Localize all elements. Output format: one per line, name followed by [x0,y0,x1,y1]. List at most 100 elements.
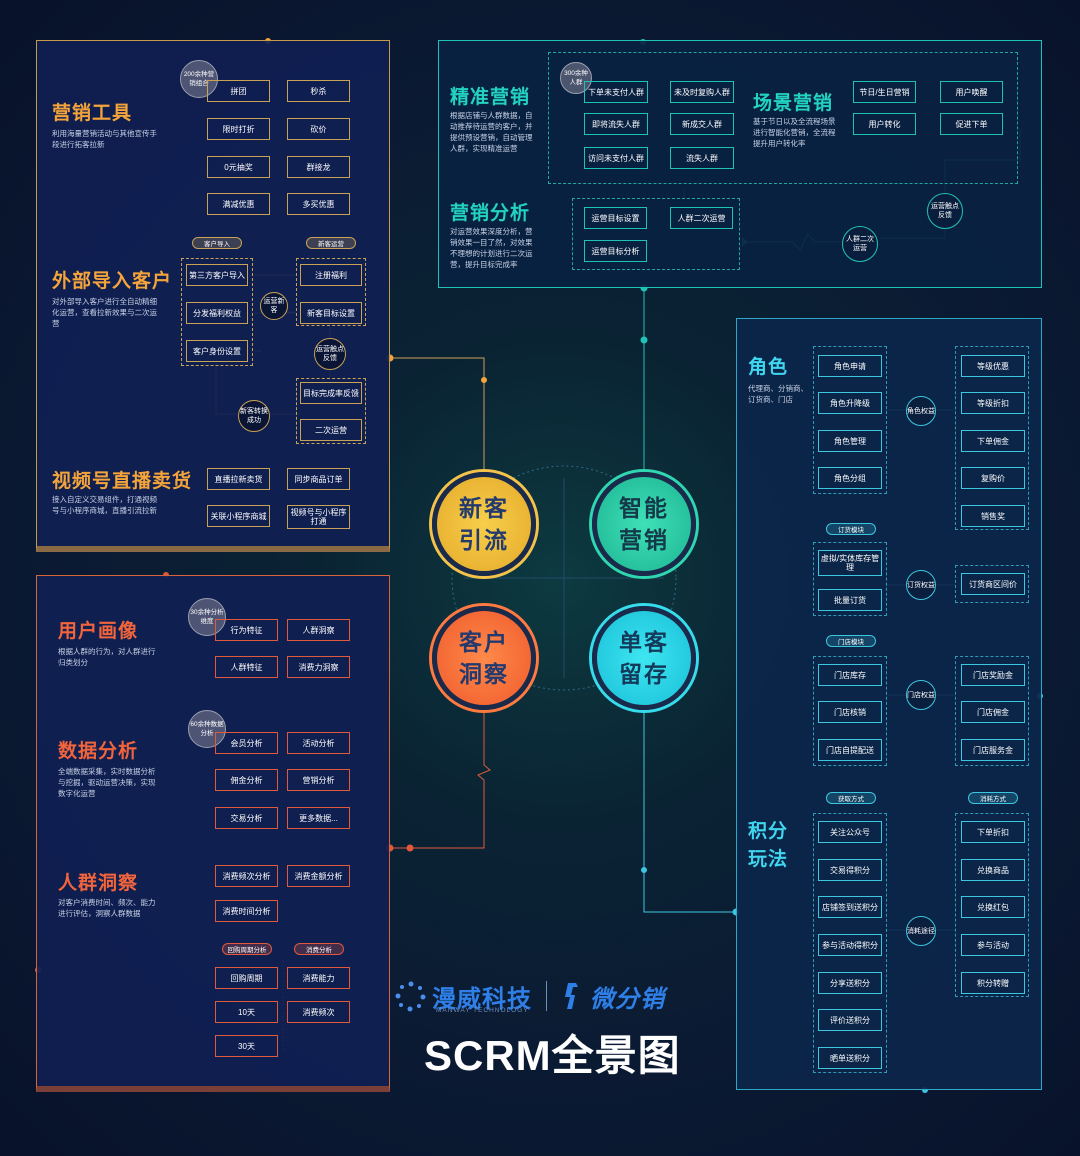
role-manage[interactable]: 角色管理 [818,430,882,452]
analysis-marketing[interactable]: 营销分析 [287,769,350,791]
benefit-sales-reward[interactable]: 销售奖 [961,505,1025,527]
import-third-party[interactable]: 第三方客户导入 [186,264,248,286]
pill-consumption: 消费分析 [294,943,344,955]
crowd-about-to-churn[interactable]: 即将流失人群 [584,113,648,135]
store-verify[interactable]: 门店核销 [818,701,882,723]
cons-ability[interactable]: 消费能力 [287,967,350,989]
use-transfer-points[interactable]: 积分转赠 [961,972,1025,994]
tool-time-discount[interactable]: 限时打折 [207,118,270,140]
ops-second-crowd[interactable]: 人群二次运营 [670,207,733,229]
tool-miaosha[interactable]: 秒杀 [287,80,350,102]
crowd-churned[interactable]: 流失人群 [670,147,734,169]
cycle-30-days[interactable]: 30天 [215,1035,278,1057]
import-target-setting[interactable]: 新客目标设置 [300,302,362,324]
import-left-group [181,258,253,366]
profile-crowd-insight[interactable]: 人群洞察 [287,619,350,641]
use-join-activity[interactable]: 参与活动 [961,934,1025,956]
tool-multi-buy[interactable]: 多买优惠 [287,193,350,215]
get-activity-points[interactable]: 参与活动得积分 [818,934,882,956]
hub-retention[interactable]: 单客留存 [592,606,696,710]
crowd-visit-unpaid[interactable]: 访问未支付人群 [584,147,648,169]
order-group [813,542,887,616]
scene-promote-order[interactable]: 促进下单 [940,113,1003,135]
store-commission[interactable]: 门店佣金 [961,701,1025,723]
order-range-price[interactable]: 订货商区间价 [961,573,1025,595]
hub-retention-label: 单客留存 [619,629,669,687]
benefit-level-discount[interactable]: 等级优惠 [961,355,1025,377]
analysis-transaction[interactable]: 交易分析 [215,807,278,829]
analysis-desc: 对运营效果深度分析，营销效果一目了然，对效果不理想的计划进行二次运营，提升目标完… [450,227,533,269]
precision-badge: 300余种人群 [560,62,592,94]
get-trade-points[interactable]: 交易得积分 [818,859,882,881]
video-live-title: 视频号直播卖货 [52,471,193,492]
benefit-level-rebate[interactable]: 等级折扣 [961,392,1025,414]
profile-behavior[interactable]: 行为特征 [215,619,278,641]
get-share-points[interactable]: 分享送积分 [818,972,882,994]
circle-ops-new: 运营新客 [260,292,288,320]
use-exchange-goods[interactable]: 兑换商品 [961,859,1025,881]
ops-target-analysis[interactable]: 运营目标分析 [584,240,647,262]
live-new-sell[interactable]: 直播拉新卖货 [207,468,270,490]
crowd-new-deal[interactable]: 新成交人群 [670,113,734,135]
hub-customer-insight[interactable]: 客户洞察 [432,606,536,710]
use-order-discount[interactable]: 下单折扣 [961,821,1025,843]
get-review-points[interactable]: 评价送积分 [818,1009,882,1031]
import-completion-feedback[interactable]: 目标完成率反馈 [300,382,362,404]
panel-customer-acquisition [36,40,390,552]
insight-frequency[interactable]: 消费频次分析 [215,865,278,887]
get-follow-account[interactable]: 关注公众号 [818,821,882,843]
store-service-fee[interactable]: 门店服务金 [961,739,1025,761]
order-inventory[interactable]: 虚拟/实体库存管理 [818,550,882,576]
crowd-no-repurchase[interactable]: 未及时复购人群 [670,81,734,103]
hub-new-customer[interactable]: 新客引流 [432,472,536,576]
analysis-commission[interactable]: 佣金分析 [215,769,278,791]
analysis-group [572,198,740,270]
insight-amount[interactable]: 消费金额分析 [287,865,350,887]
use-exchange-redpacket[interactable]: 兑换红包 [961,896,1025,918]
profile-crowd-feature[interactable]: 人群特征 [215,656,278,678]
tool-pintuan[interactable]: 拼团 [207,80,270,102]
benefit-repurchase-price[interactable]: 复购价 [961,467,1025,489]
analysis-member[interactable]: 会员分析 [215,732,278,754]
order-bulk[interactable]: 批量订货 [818,589,882,611]
import-register-benefits[interactable]: 注册福利 [300,264,362,286]
user-profile-desc: 根据人群的行为，对人群进行归类划分 [58,647,156,667]
tool-group-chain[interactable]: 群接龙 [287,156,350,178]
role-apply[interactable]: 角色申请 [818,355,882,377]
role-group[interactable]: 角色分组 [818,467,882,489]
benefit-order-commission[interactable]: 下单佣金 [961,430,1025,452]
store-pickup-delivery[interactable]: 门店自提配送 [818,739,882,761]
profile-spending-insight[interactable]: 消费力洞察 [287,656,350,678]
import-second-ops[interactable]: 二次运营 [300,419,362,441]
cons-frequency[interactable]: 消费频次 [287,1001,350,1023]
user-profile-title: 用户画像 [58,621,139,642]
live-sync-orders[interactable]: 同步商品订单 [287,468,350,490]
cycle-repurchase[interactable]: 回购周期 [215,967,278,989]
pill-customer-import: 客户导入 [192,237,242,249]
analysis-more[interactable]: 更多数据... [287,807,350,829]
cycle-10-days[interactable]: 10天 [215,1001,278,1023]
scene-awaken[interactable]: 用户唤醒 [940,81,1003,103]
import-distribute-benefits[interactable]: 分发福利权益 [186,302,248,324]
role-left-group [813,346,887,494]
tool-full-reduction[interactable]: 满减优惠 [207,193,270,215]
get-checkin-points[interactable]: 店铺签到送积分 [818,896,882,918]
data-analysis-title: 数据分析 [58,741,139,762]
live-video-miniprogram[interactable]: 视频号与小程序打通 [287,505,350,529]
scene-festival[interactable]: 节日/生日营销 [853,81,916,103]
brand-manway: 漫威科技 [432,986,532,1013]
tool-bargain[interactable]: 砍价 [287,118,350,140]
tool-free-lottery[interactable]: 0元抽奖 [207,156,270,178]
analysis-activity[interactable]: 活动分析 [287,732,350,754]
store-reward[interactable]: 门店奖励金 [961,664,1025,686]
hub-smart-marketing[interactable]: 智能营销 [592,472,696,576]
crowd-unpaid-order[interactable]: 下单未支付人群 [584,81,648,103]
scene-convert[interactable]: 用户转化 [853,113,916,135]
get-showoff-points[interactable]: 晒单送积分 [818,1047,882,1069]
import-identity-setting[interactable]: 客户身份设置 [186,340,248,362]
live-link-mall[interactable]: 关联小程序商城 [207,505,270,527]
ops-target-setting[interactable]: 运营目标设置 [584,207,647,229]
role-upgrade[interactable]: 角色升降级 [818,392,882,414]
insight-time[interactable]: 消费时间分析 [215,900,278,922]
store-inventory[interactable]: 门店库存 [818,664,882,686]
